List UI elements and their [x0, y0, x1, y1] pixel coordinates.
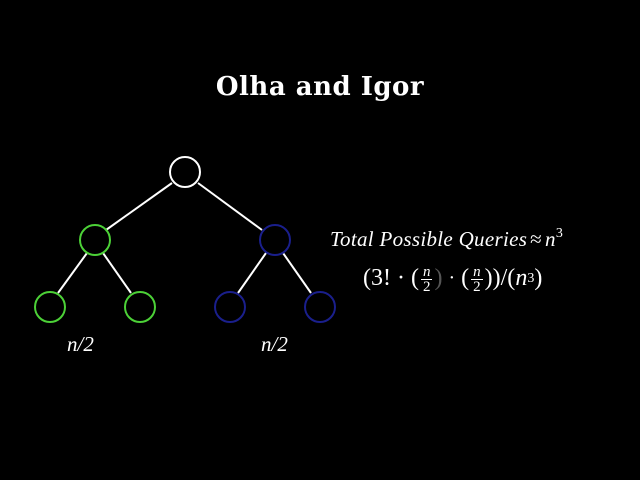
fraction-1-denominator: 2 — [420, 279, 433, 295]
total-base: n — [545, 227, 556, 251]
expr-n: n — [515, 265, 528, 291]
left-child-node — [79, 224, 111, 256]
slide-title: Olha and Igor — [215, 72, 425, 102]
fraction-1: n 2 — [420, 264, 433, 295]
expr-dot: · — [448, 267, 456, 289]
expr-end: ) — [534, 265, 543, 291]
left-subtree-label: n/2 — [67, 332, 94, 356]
right-subtree-label: n/2 — [261, 332, 288, 356]
expr-open: (3! · — [363, 265, 405, 291]
edge-left-rightleaf — [102, 252, 132, 294]
expr-paren-1-close: ) — [434, 265, 443, 291]
total-exponent: 3 — [555, 226, 564, 241]
expr-paren-2: ( — [461, 265, 470, 291]
expr-paren-1: ( — [404, 265, 419, 291]
left-leaf-1-node — [34, 291, 66, 323]
fraction-1-numerator: n — [422, 264, 431, 280]
expr-close: ))/( — [484, 265, 516, 291]
root-node — [169, 156, 201, 188]
edge-root-right — [197, 182, 263, 231]
approx-symbol: ≈ — [530, 227, 542, 251]
fraction-2-denominator: 2 — [471, 279, 483, 295]
edge-root-left — [105, 182, 173, 231]
fraction-2: n 2 — [471, 264, 483, 295]
total-queries-formula: Total Possible Queries≈n3 — [330, 226, 563, 252]
edge-right-rightleaf — [282, 252, 312, 294]
right-child-node — [259, 224, 291, 256]
total-queries-text: Total Possible Queries — [330, 227, 528, 251]
edge-right-leftleaf — [237, 252, 267, 294]
fraction-2-numerator: n — [473, 264, 481, 280]
left-leaf-2-node — [124, 291, 156, 323]
right-leaf-2-node — [304, 291, 336, 323]
expr-exponent: 3 — [527, 270, 535, 286]
edge-left-leftleaf — [57, 252, 88, 294]
right-leaf-1-node — [214, 291, 246, 323]
